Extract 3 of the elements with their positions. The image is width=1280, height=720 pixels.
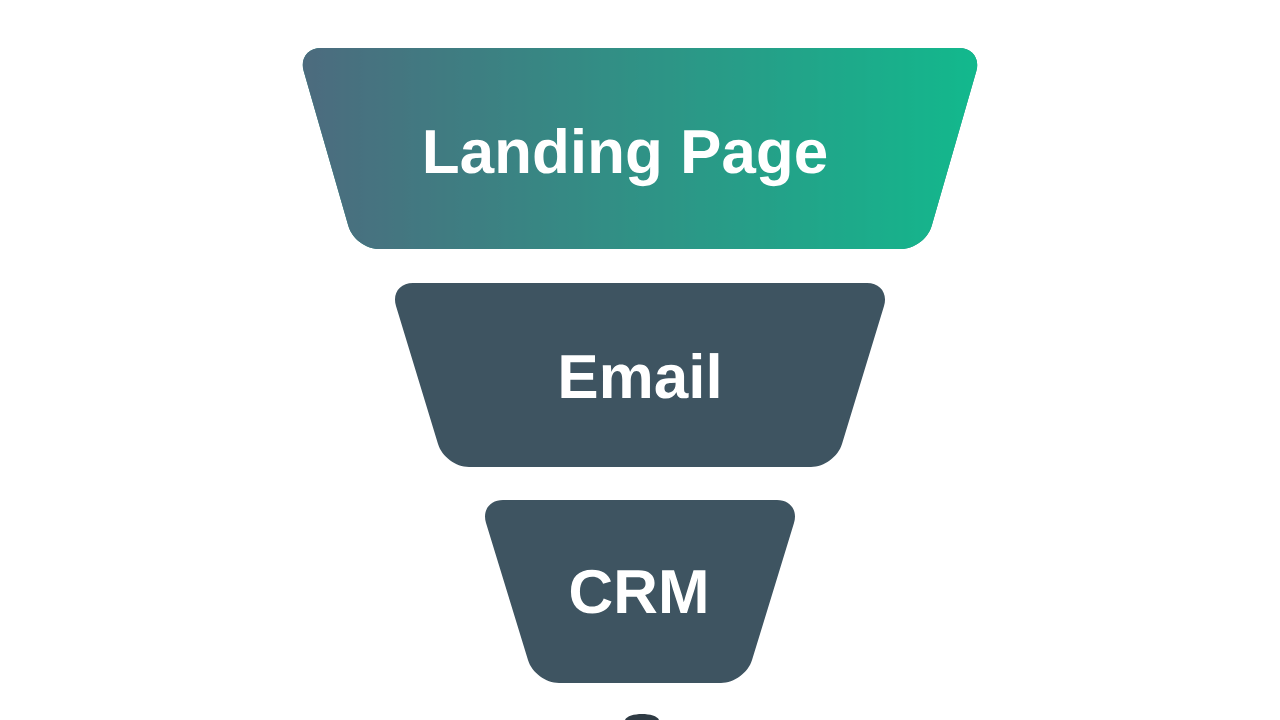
- funnel-stage: CRM: [485, 500, 795, 683]
- funnel-stage: Landing Page: [302, 48, 978, 249]
- funnel-stage: Email: [395, 283, 885, 467]
